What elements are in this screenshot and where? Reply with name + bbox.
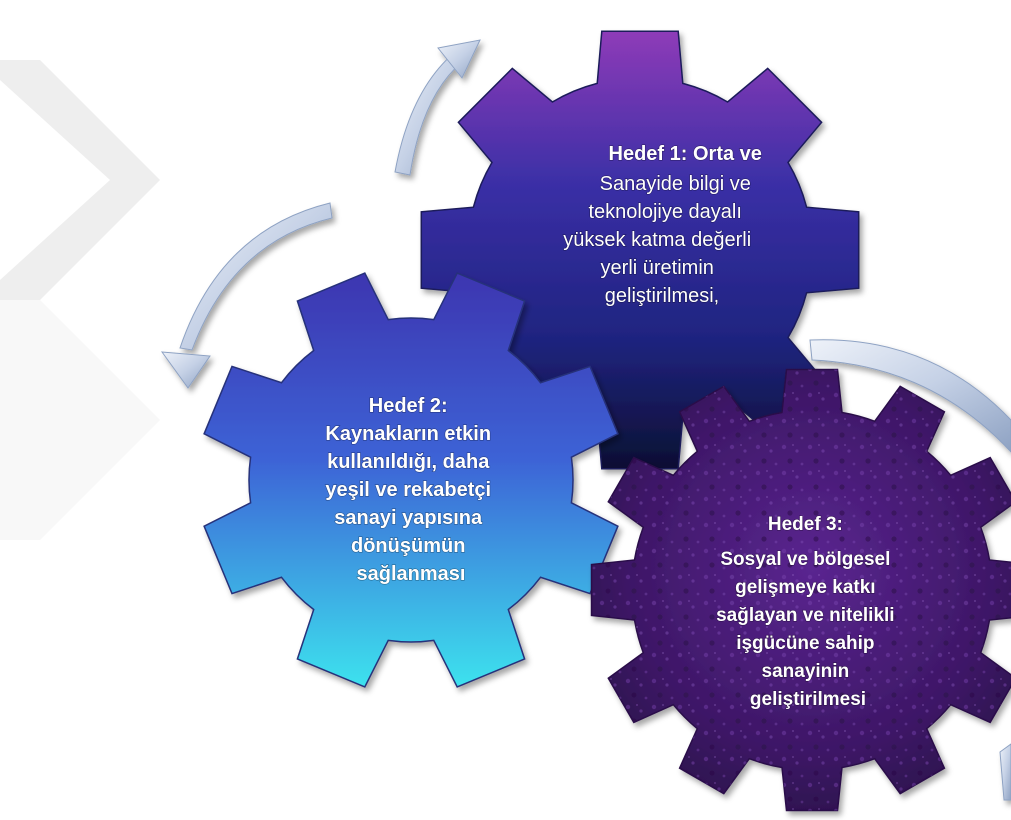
hedef-1-line-4: yerli üretimin [601,257,714,279]
hedef-3-line-5: sanayinin [762,661,850,682]
hedef-2-line-2: kullanıldığı, daha [327,451,490,473]
hedef-2-line-1: Kaynakların etkin [325,423,491,445]
hedef-3-text: Hedef 3: Sosyal ve bölgesel gelişmeye ka… [716,514,900,710]
watermark-chevron [0,60,160,540]
hedef-3-line-3: sağlayan ve nitelikli [716,605,894,626]
hedef-1-line-5: geliştirilmesi, [605,285,719,307]
hedef-3-line-2: gelişmeye katkı [735,577,875,598]
arrow-bottom-right-head [999,743,1011,801]
hedef-1-line-2: teknolojiye dayalı [589,201,742,223]
hedef-1-line-3: yüksek katma değerli [563,229,751,251]
hedef-3-line-4: işgücüne sahip [736,633,874,654]
hedef-1-heading: Hedef 1: Orta ve [609,143,762,165]
hedef-1-text: Hedef 1: Orta ve Sanayide bilgi ve tekno… [563,143,767,307]
arrow-left [179,202,333,351]
hedef-2-line-3: yeşil ve rekabetçi [325,479,491,501]
cycle-arrows [160,39,1011,801]
hedef-2-line-4: sanayi yapısına [334,507,483,529]
hedef-3-heading: Hedef 3: [768,514,843,535]
arrow-top-left-head [437,39,481,79]
arrow-right [809,339,1011,453]
hedef-2-text: Hedef 2: Kaynakların etkin kullanıldığı,… [325,395,496,585]
hedef-1-line-1: Sanayide bilgi ve [600,173,751,195]
arrow-left-head [160,351,211,389]
gear-hedef-3 [590,368,1011,812]
hedef-3-line-1: Sosyal ve bölgesel [720,549,890,570]
hedef-2-line-5: dönüşümün [351,535,465,557]
gear-hedef-2 [203,272,619,688]
arrow-top-left [394,51,463,176]
hedef-3-line-6: geliştirilmesi [750,689,866,710]
hedef-2-line-6: sağlanması [357,563,466,585]
hedef-2-heading: Hedef 2: [369,395,448,417]
